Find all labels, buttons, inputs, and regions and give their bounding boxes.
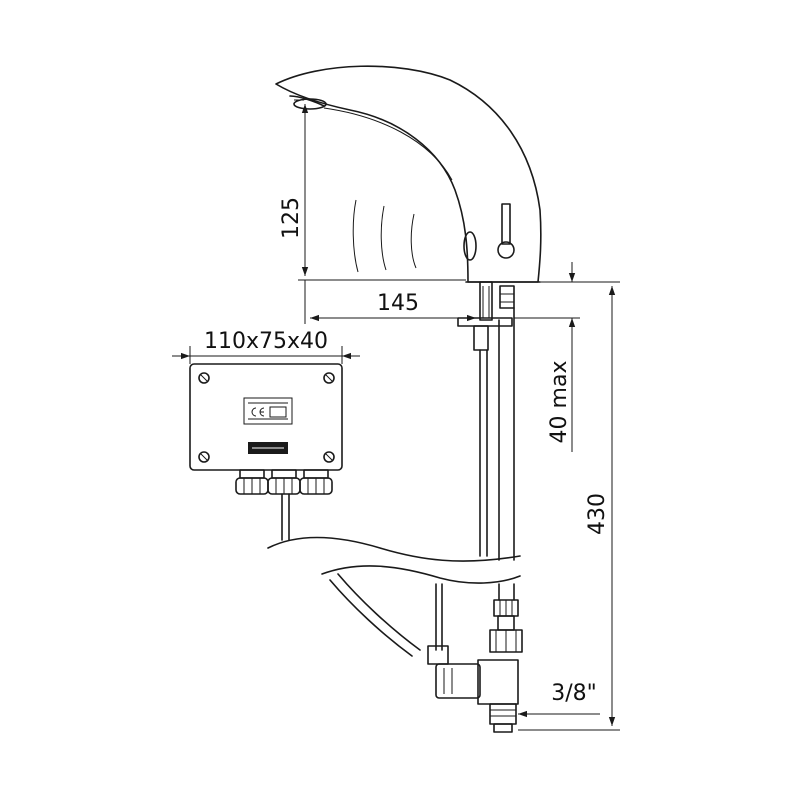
cable-glands — [235, 469, 333, 495]
dim-box-size: 110x75x40 — [204, 329, 328, 354]
sensor-eye-icon — [463, 231, 477, 261]
dimension-lines — [172, 99, 620, 731]
control-box — [189, 363, 343, 541]
dim-spout-height: 125 — [279, 197, 304, 239]
dim-total-height: 430 — [585, 493, 610, 535]
brand-label-icon — [248, 442, 288, 454]
break-lines — [267, 536, 521, 584]
dim-deck-thickness: 40 max — [547, 361, 572, 444]
ce-mark-icon — [243, 397, 293, 425]
lower-fittings — [329, 573, 523, 733]
faucet-spout — [275, 65, 542, 283]
mounting-shank — [457, 281, 515, 561]
dim-thread: 3/8" — [551, 681, 597, 706]
dim-spout-reach: 145 — [377, 291, 419, 316]
